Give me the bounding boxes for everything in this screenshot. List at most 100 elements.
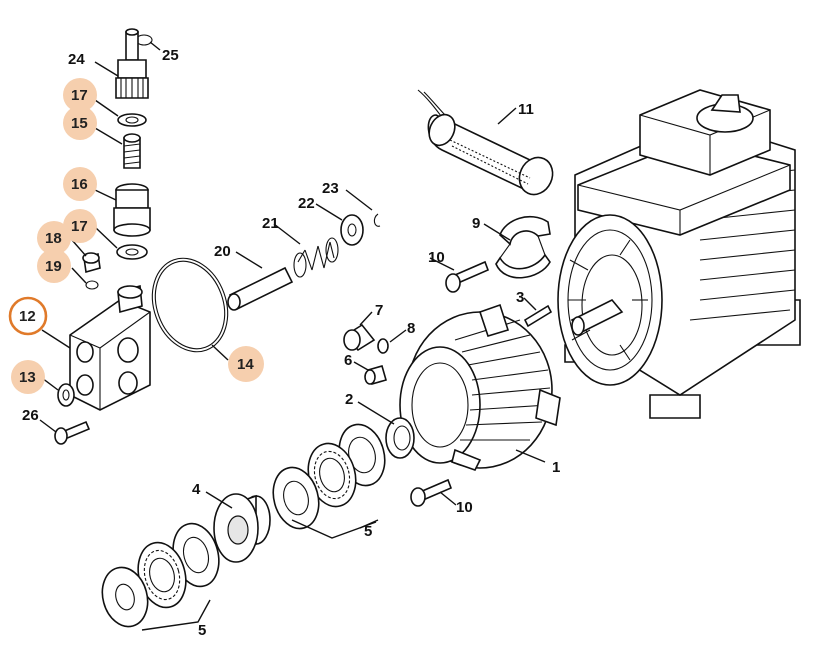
callout-label: 16 [71, 176, 88, 193]
part-6-plug [364, 365, 387, 385]
part-14-o-ring [151, 257, 229, 353]
part-26-bolt [54, 420, 91, 445]
callout-label: 23 [322, 180, 339, 197]
part-2-seal [385, 417, 415, 459]
callout-2: 2 [345, 391, 353, 408]
part-1-pump-housing [399, 303, 561, 471]
callout-label: 6 [344, 352, 352, 369]
callout-13: 13 [11, 360, 45, 394]
callout-5-lower: 5 [198, 622, 206, 639]
callout-17-upper: 17 [63, 78, 97, 112]
part-3-key [523, 304, 553, 328]
callout-label: 17 [71, 87, 88, 104]
part-17-washer-lower [116, 244, 148, 260]
highlight-badge [63, 106, 97, 140]
highlight-badge [63, 78, 97, 112]
callout-12: 12 [8, 296, 48, 336]
part-9-clamp [495, 215, 551, 279]
callout-19: 19 [37, 249, 71, 283]
callout-label: 21 [262, 215, 279, 232]
callout-label: 2 [345, 391, 353, 408]
callout-label: 17 [71, 218, 88, 235]
callout-label: 22 [298, 195, 315, 212]
highlight-ring [8, 296, 48, 336]
part-18-plug [82, 252, 101, 274]
callout-10-upper: 10 [428, 249, 445, 266]
part-7-valve [343, 323, 376, 352]
part-12-pump-head [69, 284, 151, 411]
part-11-capacitor [417, 89, 554, 196]
highlight-badge [228, 346, 264, 382]
part-10-bolt-upper [445, 260, 490, 293]
callout-17-lower: 17 [63, 209, 97, 243]
callout-9: 9 [472, 215, 480, 232]
callout-18: 18 [37, 221, 71, 255]
highlight-badge [63, 209, 97, 243]
callout-label: 10 [456, 499, 473, 516]
callout-14: 14 [228, 346, 264, 382]
highlight-badge [11, 360, 45, 394]
callout-label: 24 [68, 51, 85, 68]
callout-16: 16 [63, 167, 97, 201]
part-10-bolt-lower [410, 478, 453, 507]
part-21-spring [293, 237, 339, 278]
callout-10-lower: 10 [456, 499, 473, 516]
part-20-piston [227, 266, 294, 311]
part-17-washer-upper [117, 113, 147, 127]
part-22-washer [340, 214, 364, 246]
callout-label: 15 [71, 115, 88, 132]
highlight-badge [37, 249, 71, 283]
callout-26: 26 [22, 407, 39, 424]
callout-label: 1 [552, 459, 560, 476]
part-16-valve-seat [113, 183, 151, 237]
callout-3: 3 [516, 289, 524, 306]
callout-label: 14 [237, 356, 254, 373]
part-5-bearing-set-lower [101, 522, 220, 628]
callout-label: 10 [428, 249, 445, 266]
callout-4: 4 [192, 481, 201, 498]
callout-label: 5 [198, 622, 206, 639]
callout-5-upper: 5 [364, 523, 372, 540]
callout-label: 8 [407, 320, 415, 337]
part-15-screw [123, 133, 141, 169]
callout-7: 7 [375, 302, 383, 319]
callout-21: 21 [262, 215, 279, 232]
part-8-o-ring [377, 338, 389, 354]
callout-label: 9 [472, 215, 480, 232]
motor-assembly [557, 89, 801, 419]
callout-label: 3 [516, 289, 524, 306]
part-24-nipple [115, 28, 149, 99]
callout-label: 13 [19, 369, 36, 386]
callout-22: 22 [298, 195, 315, 212]
callout-label: 20 [214, 243, 231, 260]
callout-25: 25 [162, 47, 179, 64]
part-13-plug [57, 383, 75, 407]
callout-label: 5 [364, 523, 372, 540]
callout-23: 23 [322, 180, 339, 197]
part-4-swash-plate [213, 493, 271, 563]
callout-1: 1 [552, 459, 560, 476]
highlight-badge [37, 221, 71, 255]
callout-label: 11 [518, 101, 534, 118]
part-23-circlip [373, 213, 381, 227]
callout-label: 18 [45, 230, 62, 247]
part-5-bearing-set-upper [272, 423, 386, 530]
callout-labels: 25 24 17 15 16 17 18 19 [8, 47, 560, 639]
callout-label: 4 [192, 481, 201, 498]
callout-8: 8 [407, 320, 415, 337]
callout-label: 12 [19, 308, 36, 325]
callout-label: 25 [162, 47, 179, 64]
callout-6: 6 [344, 352, 352, 369]
part-19-o-ring [85, 280, 99, 290]
callout-11: 11 [518, 101, 534, 118]
leader-lines [39, 41, 546, 631]
callout-20: 20 [214, 243, 231, 260]
callout-24: 24 [68, 51, 85, 68]
highlight-badge [63, 167, 97, 201]
callout-15: 15 [63, 106, 97, 140]
callout-label: 7 [375, 302, 383, 319]
callout-label: 19 [45, 258, 62, 275]
callout-label: 26 [22, 407, 39, 424]
